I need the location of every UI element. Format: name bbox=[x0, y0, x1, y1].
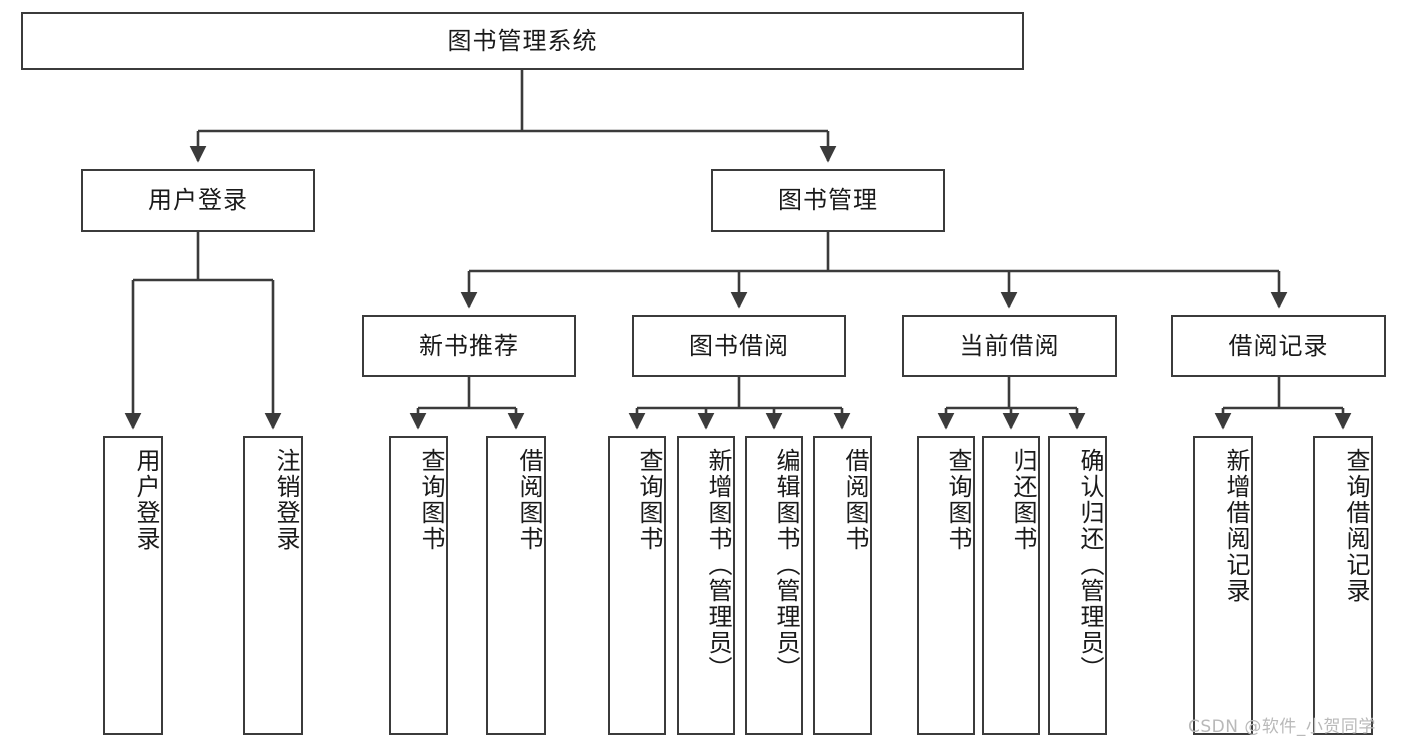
leaf-query-book-2-label: 查询图书 bbox=[635, 448, 663, 552]
node-book-borrow-label: 图书借阅 bbox=[689, 331, 789, 360]
node-book-manage[interactable]: 图书管理 bbox=[711, 169, 945, 232]
node-borrow-record[interactable]: 借阅记录 bbox=[1171, 315, 1386, 377]
node-borrow-record-label: 借阅记录 bbox=[1228, 331, 1329, 360]
leaf-logout-label: 注销登录 bbox=[272, 448, 300, 552]
leaf-query-book-3[interactable]: 查询图书 bbox=[917, 436, 975, 735]
node-new-book-rec-label: 新书推荐 bbox=[419, 331, 519, 360]
leaf-edit-book[interactable]: 编辑图书（管理员） bbox=[745, 436, 803, 735]
node-current-borrow[interactable]: 当前借阅 bbox=[902, 315, 1117, 377]
leaf-borrow-book-1-label: 借阅图书 bbox=[515, 448, 543, 552]
node-book-manage-label: 图书管理 bbox=[778, 186, 878, 215]
node-book-borrow[interactable]: 图书借阅 bbox=[632, 315, 846, 377]
leaf-query-book-1[interactable]: 查询图书 bbox=[389, 436, 448, 735]
leaf-query-book-3-label: 查询图书 bbox=[944, 448, 972, 552]
leaf-user-login-label: 用户登录 bbox=[132, 448, 160, 552]
node-root[interactable]: 图书管理系统 bbox=[21, 12, 1024, 70]
leaf-query-book-1-label: 查询图书 bbox=[417, 448, 445, 552]
leaf-return-book-label: 归还图书 bbox=[1009, 448, 1037, 552]
leaf-user-login[interactable]: 用户登录 bbox=[103, 436, 163, 735]
leaf-query-record[interactable]: 查询借阅记录 bbox=[1313, 436, 1373, 735]
leaf-add-book[interactable]: 新增图书（管理员） bbox=[677, 436, 735, 735]
leaf-add-record-label: 新增借阅记录 bbox=[1222, 448, 1250, 604]
leaf-confirm-return[interactable]: 确认归还（管理员） bbox=[1048, 436, 1107, 735]
node-user-login-label: 用户登录 bbox=[148, 186, 248, 215]
leaf-borrow-book-2[interactable]: 借阅图书 bbox=[813, 436, 872, 735]
node-new-book-rec[interactable]: 新书推荐 bbox=[362, 315, 576, 377]
node-root-label: 图书管理系统 bbox=[447, 26, 598, 55]
node-current-borrow-label: 当前借阅 bbox=[959, 331, 1060, 360]
node-user-login[interactable]: 用户登录 bbox=[81, 169, 315, 232]
leaf-logout[interactable]: 注销登录 bbox=[243, 436, 303, 735]
leaf-borrow-book-1[interactable]: 借阅图书 bbox=[486, 436, 546, 735]
watermark-text: CSDN @软件_小贺同学 bbox=[1188, 717, 1376, 737]
leaf-add-record[interactable]: 新增借阅记录 bbox=[1193, 436, 1253, 735]
leaf-query-record-label: 查询借阅记录 bbox=[1342, 448, 1370, 604]
leaf-add-book-label: 新增图书（管理员） bbox=[704, 448, 732, 682]
leaf-edit-book-label: 编辑图书（管理员） bbox=[772, 448, 800, 682]
leaf-confirm-return-label: 确认归还（管理员） bbox=[1076, 448, 1104, 682]
leaf-return-book[interactable]: 归还图书 bbox=[982, 436, 1040, 735]
leaf-query-book-2[interactable]: 查询图书 bbox=[608, 436, 666, 735]
leaf-borrow-book-2-label: 借阅图书 bbox=[841, 448, 869, 552]
